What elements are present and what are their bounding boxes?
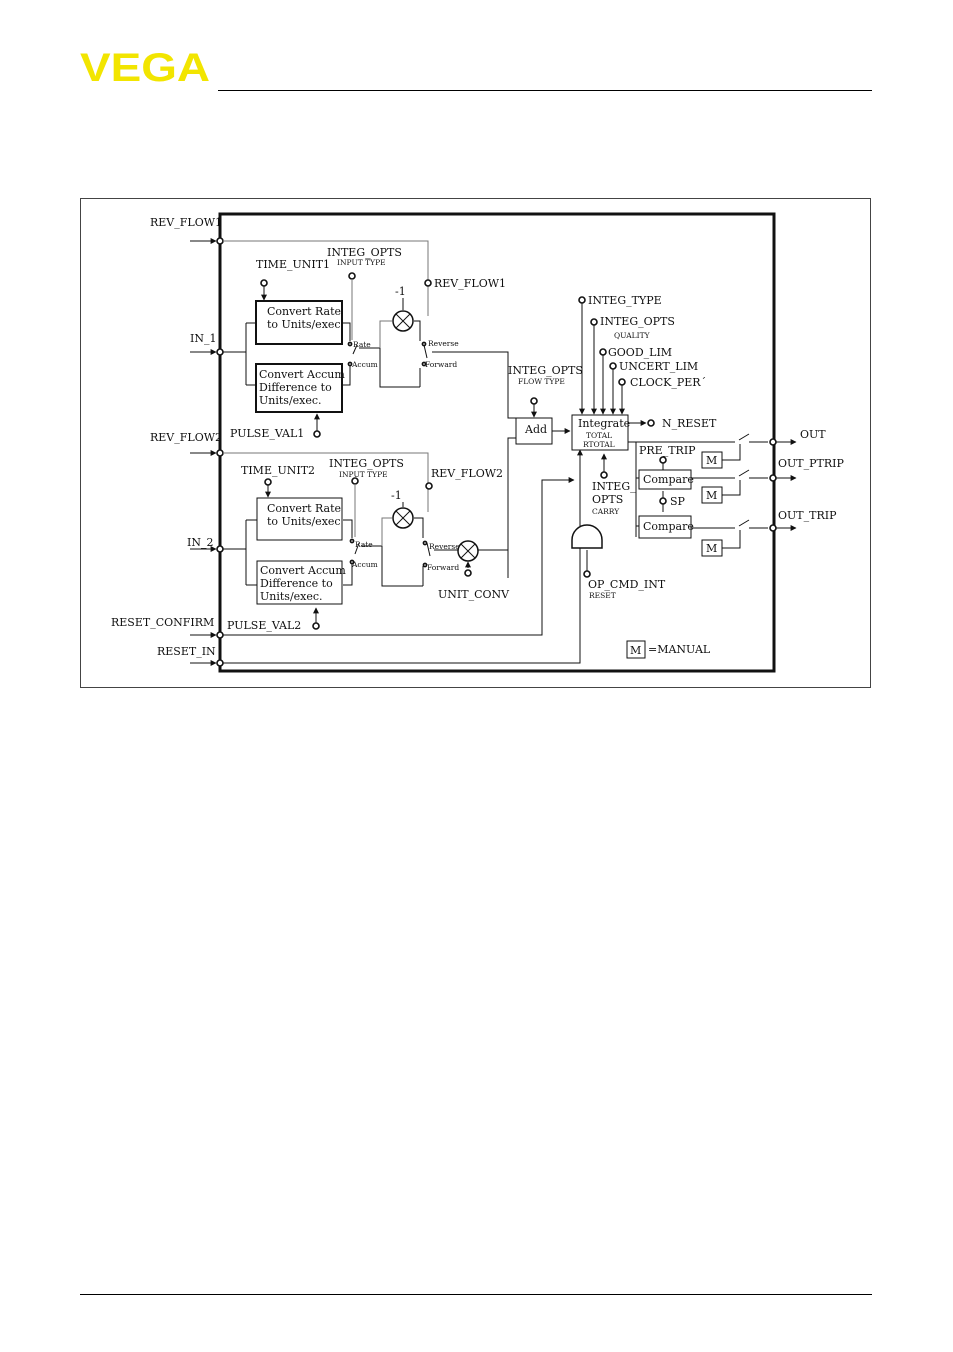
switch-reverse2: Reverse xyxy=(429,542,460,551)
switch-forward2: Forward xyxy=(427,563,459,572)
param-input-type1: INPUT TYPE xyxy=(337,258,386,267)
input-label-in-1: IN_1 xyxy=(190,332,216,345)
header-rule xyxy=(218,90,872,91)
param-clock-per: CLOCK_PER´ xyxy=(630,376,706,389)
output-label-out-ptrip: OUT_PTRIP xyxy=(778,457,844,470)
vega-logo: VEGA xyxy=(80,50,212,84)
param-integ-opts-flow: INTEG_OPTS xyxy=(508,364,583,377)
convert-accum1-label-2: Difference to xyxy=(259,381,332,394)
logo-text: VEGA xyxy=(80,50,210,84)
add-block xyxy=(515,417,553,445)
output-label-out-trip: OUT_TRIP xyxy=(778,509,837,522)
param-unit-conv: UNIT_CONV xyxy=(438,588,510,601)
manual-label-out: M xyxy=(706,454,717,467)
convert-rate2-label-2: to Units/exec xyxy=(267,515,341,528)
integrate-total: TOTAL xyxy=(586,431,612,440)
param-uncert-lim: UNCERT_LIM xyxy=(619,360,698,373)
switch-forward1: Forward xyxy=(425,360,457,369)
upper-channel-wiring xyxy=(223,240,516,419)
convert-rate1-block xyxy=(255,300,343,345)
param-input-type2: INPUT TYPE xyxy=(339,470,388,479)
footer-rule xyxy=(80,1294,872,1295)
param-integ-type: INTEG_TYPE xyxy=(588,294,662,307)
compare1-label: Compare xyxy=(643,473,694,486)
integrate-rtotal: RTOTAL xyxy=(583,440,615,449)
diagram-frame xyxy=(80,198,871,688)
reset-in-line xyxy=(223,534,581,664)
compare1-block xyxy=(638,469,692,490)
manual-block-out: M xyxy=(701,444,741,469)
integrate-label: Integrate xyxy=(578,417,630,430)
reset-confirm-line xyxy=(223,477,575,636)
convert-rate2-block xyxy=(256,497,343,541)
param-pulse-val1: PULSE_VAL1 xyxy=(230,427,304,440)
switch-accum1: Accum xyxy=(351,360,378,369)
param-minus-one-1: -1 xyxy=(395,285,406,298)
param-integ-opts-input1: INTEG_OPTS xyxy=(327,246,402,259)
param-rev-flow2: REV_FLOW2 xyxy=(431,467,503,480)
param-time-unit1: TIME_UNIT1 xyxy=(256,258,330,271)
param-integ-opts-carry-2: OPTS xyxy=(592,493,623,506)
vega-logo-mark: VEGA xyxy=(80,50,210,84)
convert-accum1-block xyxy=(255,363,343,413)
convert-rate2-label-1: Convert Rate xyxy=(267,502,341,515)
multiplier-unit-conv xyxy=(457,540,479,577)
convert-accum2-label-3: Units/exec. xyxy=(260,590,323,603)
convert-accum2-label-1: Convert Accum xyxy=(260,564,346,577)
manual-block-ptrip: M xyxy=(701,480,741,504)
param-rev-flow1: REV_FLOW1 xyxy=(434,277,506,290)
manual-legend-m: M xyxy=(630,644,641,657)
switch-rate2: Rate xyxy=(355,540,373,549)
input-lines xyxy=(190,238,217,666)
convert-accum1-label-1: Convert Accum xyxy=(259,368,345,381)
switch-rate1: Rate xyxy=(353,340,371,349)
lower-channel-wiring xyxy=(223,437,516,587)
integrator-block-diagram: REV_FLOW1 IN_1 REV_FLOW2 IN_2 RESET_CONF… xyxy=(111,212,844,673)
param-reset: RESET xyxy=(589,591,616,600)
switch-accum2: Accum xyxy=(351,560,378,569)
param-integ-opts-quality: INTEG_OPTS xyxy=(600,315,675,328)
multiplier-minus-one-1 xyxy=(392,298,414,332)
param-flow-type: FLOW TYPE xyxy=(518,377,565,386)
manual-label-ptrip: M xyxy=(706,489,717,502)
param-sp: SP xyxy=(670,495,686,508)
convert-rate1-label-2: to Units/exec xyxy=(267,318,341,331)
input-label-reset-in: RESET_IN xyxy=(157,645,216,658)
convert-accum1-label-3: Units/exec. xyxy=(259,394,322,407)
add-label: Add xyxy=(524,423,547,436)
convert-rate1-label-1: Convert Rate xyxy=(267,305,341,318)
manual-label-trip: M xyxy=(706,542,717,555)
param-n-reset: N_RESET xyxy=(662,417,717,430)
integrate-block xyxy=(571,414,629,451)
input-label-reset-confirm: RESET_CONFIRM xyxy=(111,616,214,629)
param-carry: CARRY xyxy=(592,507,620,516)
convert-accum2-label-2: Difference to xyxy=(260,577,333,590)
input-label-rev-flow2: REV_FLOW2 xyxy=(150,431,222,444)
convert-accum2-block xyxy=(256,560,343,605)
param-minus-one-2: -1 xyxy=(391,489,402,502)
switch-reverse1: Reverse xyxy=(428,339,459,348)
input-label-rev-flow1: REV_FLOW1 xyxy=(150,216,222,229)
param-pulse-val2: PULSE_VAL2 xyxy=(227,619,301,632)
param-good-lim: GOOD_LIM xyxy=(608,346,672,359)
param-integ-opts-input2: INTEG_OPTS xyxy=(329,457,404,470)
manual-block-trip: M xyxy=(701,530,741,557)
multiplier-minus-one-2 xyxy=(392,502,414,529)
reset-or-gate xyxy=(571,524,603,549)
input-label-in-2: IN_2 xyxy=(187,536,213,549)
manual-legend-box xyxy=(626,640,646,659)
output-label-out: OUT xyxy=(800,428,826,441)
manual-legend-text: =MANUAL xyxy=(648,643,711,656)
param-op-cmd-int: OP_CMD_INT xyxy=(588,578,666,591)
compare2-label: Compare xyxy=(643,520,694,533)
param-time-unit2: TIME_UNIT2 xyxy=(241,464,315,477)
param-integ-opts-carry-1: INTEG_ xyxy=(592,480,636,493)
param-quality: QUALITY xyxy=(614,331,651,340)
compare2-block xyxy=(638,515,692,539)
param-pre-trip: PRE_TRIP xyxy=(639,444,696,457)
